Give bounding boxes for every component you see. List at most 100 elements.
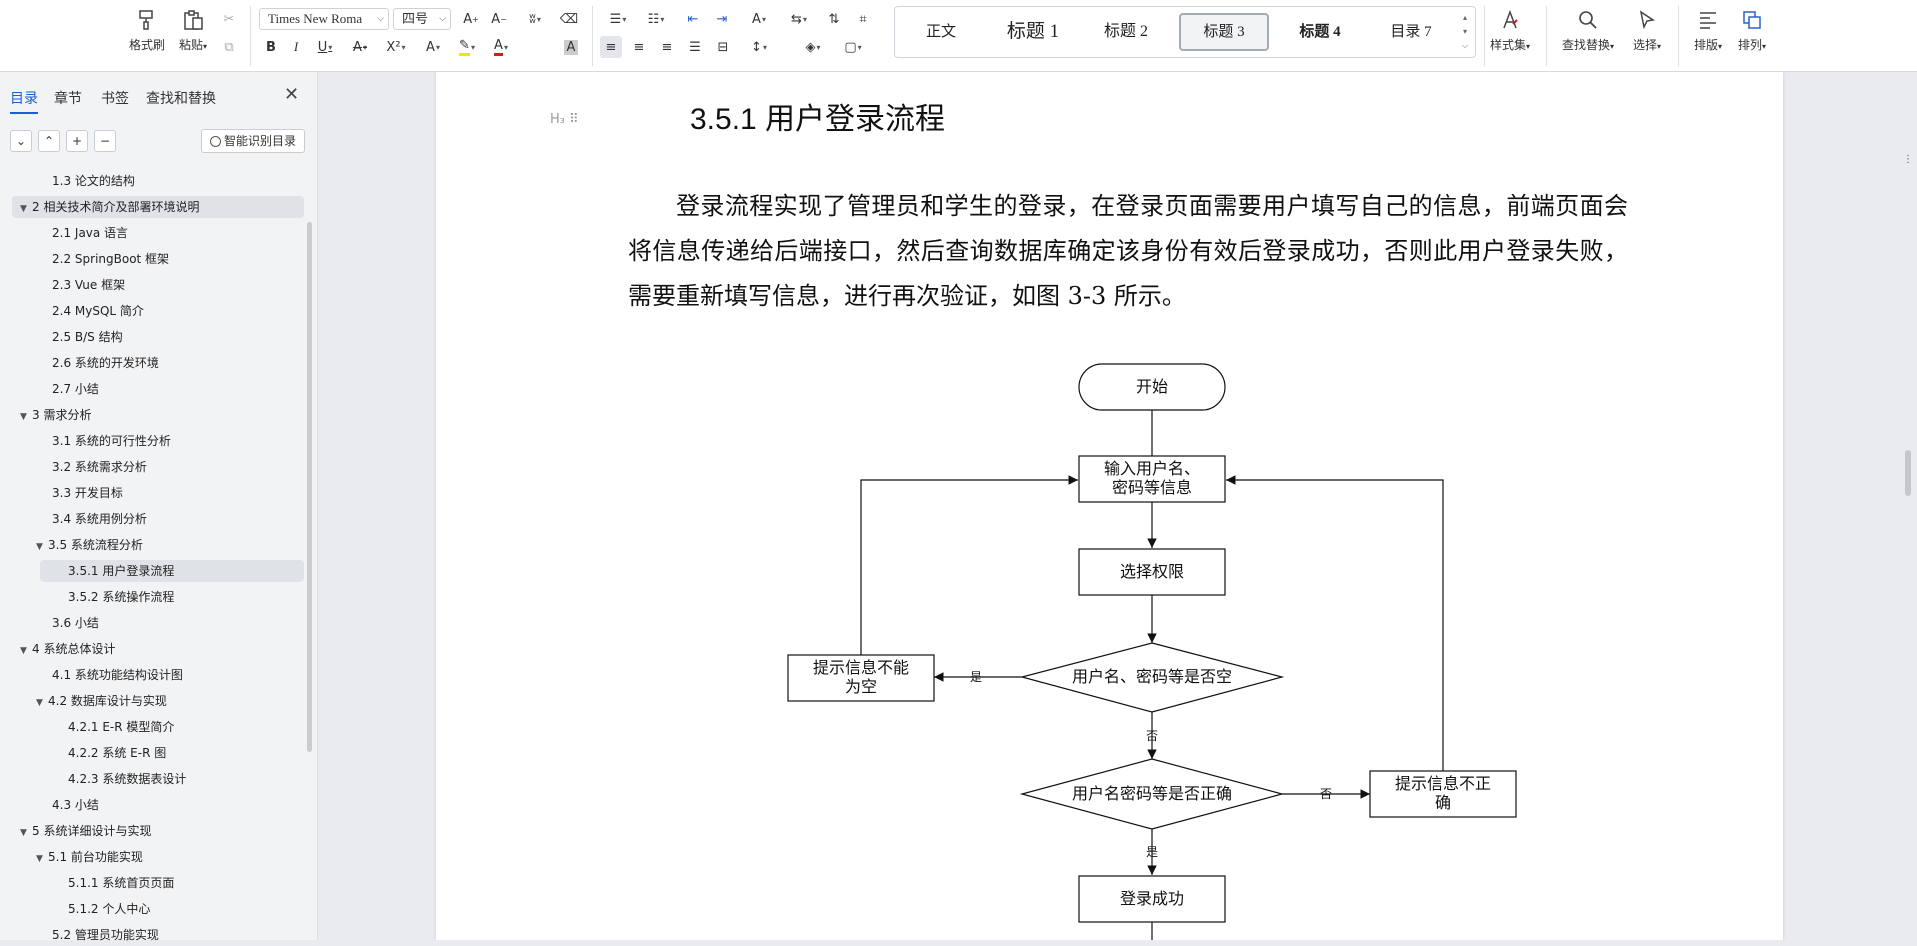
style-normal[interactable]: 正文: [925, 24, 956, 40]
style-toc-7[interactable]: 目录 7: [1390, 24, 1432, 40]
toc-item[interactable]: 3.6 小结: [52, 612, 99, 634]
bold-icon[interactable]: B: [266, 39, 276, 55]
copy-icon[interactable]: ⧉: [224, 39, 234, 55]
heading-marker-icon[interactable]: H₃ ⠿: [550, 112, 579, 127]
grow-font-icon[interactable]: A+: [463, 11, 479, 27]
document-page[interactable]: H₃ ⠿ 3.5.1 用户登录流程 登录流程实现了管理员和学生的登录，在登录页面…: [436, 72, 1783, 940]
expand-caret-icon[interactable]: ▼: [36, 854, 43, 864]
style-heading-4[interactable]: 标题 4: [1299, 24, 1341, 40]
distributed-icon[interactable]: ⊟: [717, 39, 729, 55]
toc-item[interactable]: 3.3 开发目标: [52, 482, 123, 504]
toc-item[interactable]: 5.1.2 个人中心: [68, 898, 150, 920]
tab-bookmarks[interactable]: 书签: [101, 91, 129, 107]
toc-item[interactable]: ▼3 需求分析: [20, 404, 91, 426]
cut-icon[interactable]: ✂: [223, 11, 235, 27]
toc-item[interactable]: 3.2 系统需求分析: [52, 456, 147, 478]
text-direction-icon[interactable]: ⇆▾: [791, 11, 807, 27]
toc-item[interactable]: 3.4 系统用例分析: [52, 508, 147, 530]
numbered-list-icon[interactable]: ☷▾: [647, 11, 665, 27]
toc-item[interactable]: ▼5 系统详细设计与实现: [20, 820, 151, 842]
toc-item[interactable]: 2.3 Vue 框架: [52, 274, 125, 296]
toc-item[interactable]: ▼4 系统总体设计: [20, 638, 115, 660]
chinese-layout-icon[interactable]: A▾: [752, 11, 766, 27]
sidebar-scrollbar[interactable]: [307, 222, 312, 752]
close-icon[interactable]: ✕: [284, 84, 300, 105]
expand-caret-icon[interactable]: ▼: [20, 646, 27, 656]
border-icon[interactable]: ▢▾: [844, 39, 862, 55]
line-spacing-icon[interactable]: ↕▾: [751, 39, 767, 55]
document-scrollbar[interactable]: [1905, 450, 1911, 496]
expand-caret-icon[interactable]: ▼: [20, 412, 27, 422]
increase-indent-icon[interactable]: ⇥: [716, 11, 728, 27]
justify-icon[interactable]: ☰: [689, 39, 701, 55]
toc-item[interactable]: ▼4.2 数据库设计与实现: [36, 690, 167, 712]
text-effect-icon[interactable]: A▾: [426, 39, 440, 55]
toc-item-label: 4.2.3 系统数据表设计: [68, 772, 187, 786]
arrange-button[interactable]: 排版▾: [1688, 6, 1728, 62]
expand-up-button[interactable]: ⌃: [38, 130, 60, 152]
decrease-indent-icon[interactable]: ⇤: [687, 11, 699, 27]
show-marks-icon[interactable]: ⌗: [859, 11, 867, 27]
toc-item[interactable]: ▼5.1 前台功能实现: [36, 846, 143, 868]
expand-caret-icon[interactable]: ▼: [36, 542, 43, 552]
style-set-button[interactable]: 样式集▾: [1484, 6, 1536, 62]
toc-item-label: 5.2 管理员功能实现: [52, 928, 159, 942]
toc-item[interactable]: 3.1 系统的可行性分析: [52, 430, 171, 452]
bullet-list-icon[interactable]: ☰▾: [609, 11, 627, 27]
font-color-icon[interactable]: A▾: [486, 36, 516, 58]
select-button[interactable]: 选择▾: [1626, 6, 1668, 62]
toc-item[interactable]: 4.2.3 系统数据表设计: [68, 768, 186, 790]
phonetic-icon[interactable]: ʬ▾: [529, 11, 541, 27]
char-shading-icon[interactable]: A: [560, 36, 582, 58]
tab-chapters[interactable]: 章节: [54, 91, 82, 107]
toc-item[interactable]: 2.4 MySQL 简介: [52, 300, 144, 322]
shading-icon[interactable]: ◈▾: [805, 39, 821, 55]
font-name-combo[interactable]: Times New Roma⌵: [259, 8, 389, 30]
strikethrough-icon[interactable]: A▾: [353, 39, 367, 55]
style-heading-2[interactable]: 标题 2: [1103, 23, 1148, 40]
style-heading-1[interactable]: 标题 1: [1006, 21, 1060, 42]
toc-item[interactable]: 1.3 论文的结构: [52, 170, 135, 192]
italic-icon[interactable]: I: [293, 39, 299, 54]
toc-item[interactable]: 3.5.2 系统操作流程: [68, 586, 174, 608]
toc-item[interactable]: 2.6 系统的开发环境: [52, 352, 159, 374]
find-replace-button[interactable]: 查找替换▾: [1558, 6, 1618, 62]
tab-toc[interactable]: 目录: [10, 88, 38, 114]
style-heading-3[interactable]: 标题 3: [1179, 13, 1269, 51]
sort-icon[interactable]: ⇅: [828, 11, 840, 27]
toc-item[interactable]: 2.7 小结: [52, 378, 99, 400]
smart-toc-button[interactable]: 智能识别目录: [201, 129, 305, 153]
toc-item[interactable]: 4.2.1 E-R 模型简介: [68, 716, 174, 738]
toc-item[interactable]: 2.1 Java 语言: [52, 222, 128, 244]
expand-caret-icon[interactable]: ▼: [36, 698, 43, 708]
font-size-combo[interactable]: 四号⌵: [393, 8, 451, 30]
align-right-icon[interactable]: ≡: [661, 39, 673, 55]
expand-caret-icon[interactable]: ▼: [20, 828, 27, 838]
expand-caret-icon[interactable]: ▼: [20, 204, 27, 214]
toc-item[interactable]: 5.2 管理员功能实现: [52, 924, 159, 946]
toc-item[interactable]: 4.2.2 系统 E-R 图: [68, 742, 166, 764]
remove-heading-button[interactable]: −: [94, 130, 116, 152]
collapse-all-button[interactable]: ⌄: [10, 130, 32, 152]
toc-item[interactable]: 4.3 小结: [52, 794, 99, 816]
clear-format-icon[interactable]: ⌫: [559, 11, 579, 27]
toc-item[interactable]: ▼2 相关技术简介及部署环境说明: [12, 196, 304, 218]
toc-item[interactable]: 5.1.1 系统首页页面: [68, 872, 174, 894]
align-left-icon[interactable]: ≡: [600, 36, 622, 58]
toc-item[interactable]: 3.5.1 用户登录流程: [40, 560, 304, 582]
gallery-scroll-arrows[interactable]: ▴▾⌵: [1461, 13, 1469, 50]
toc-item[interactable]: 4.1 系统功能结构设计图: [52, 664, 183, 686]
toc-item[interactable]: 2.2 SpringBoot 框架: [52, 248, 169, 270]
tab-find-replace[interactable]: 查找和替换: [146, 91, 216, 107]
highlight-color-icon[interactable]: ✎▾: [452, 36, 482, 58]
align-center-icon[interactable]: ≡: [633, 39, 645, 55]
sort-arrange-button[interactable]: 排列▾: [1732, 6, 1772, 62]
toc-item[interactable]: ▼3.5 系统流程分析: [36, 534, 143, 556]
add-heading-button[interactable]: +: [66, 130, 88, 152]
toc-item[interactable]: 2.5 B/S 结构: [52, 326, 123, 348]
paste-button[interactable]: 粘贴▾: [170, 6, 216, 62]
underline-icon[interactable]: U▾: [317, 39, 333, 55]
superscript-icon[interactable]: X²▾: [386, 39, 406, 55]
format-brush-button[interactable]: 格式刷: [124, 6, 170, 62]
shrink-font-icon[interactable]: A−: [491, 11, 507, 27]
